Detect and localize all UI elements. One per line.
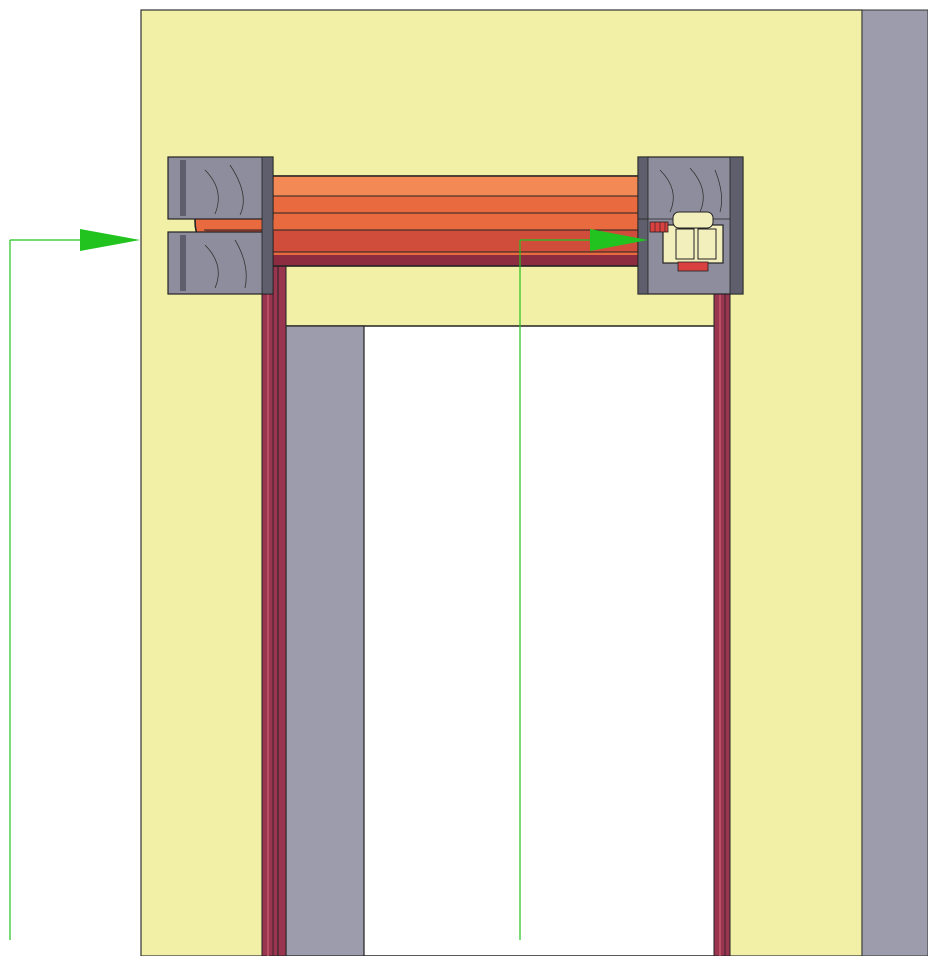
left-guide-rail [261,261,287,956]
section-arrow-icon [519,229,648,940]
motor-unit [649,211,724,272]
section-arrow-icon [9,229,140,940]
right-wall-reveal [861,9,928,956]
roller-drum [194,175,651,267]
left-jamb-reveal [285,325,365,956]
right-guide-rail [713,289,731,956]
left-end-bracket [167,156,274,295]
